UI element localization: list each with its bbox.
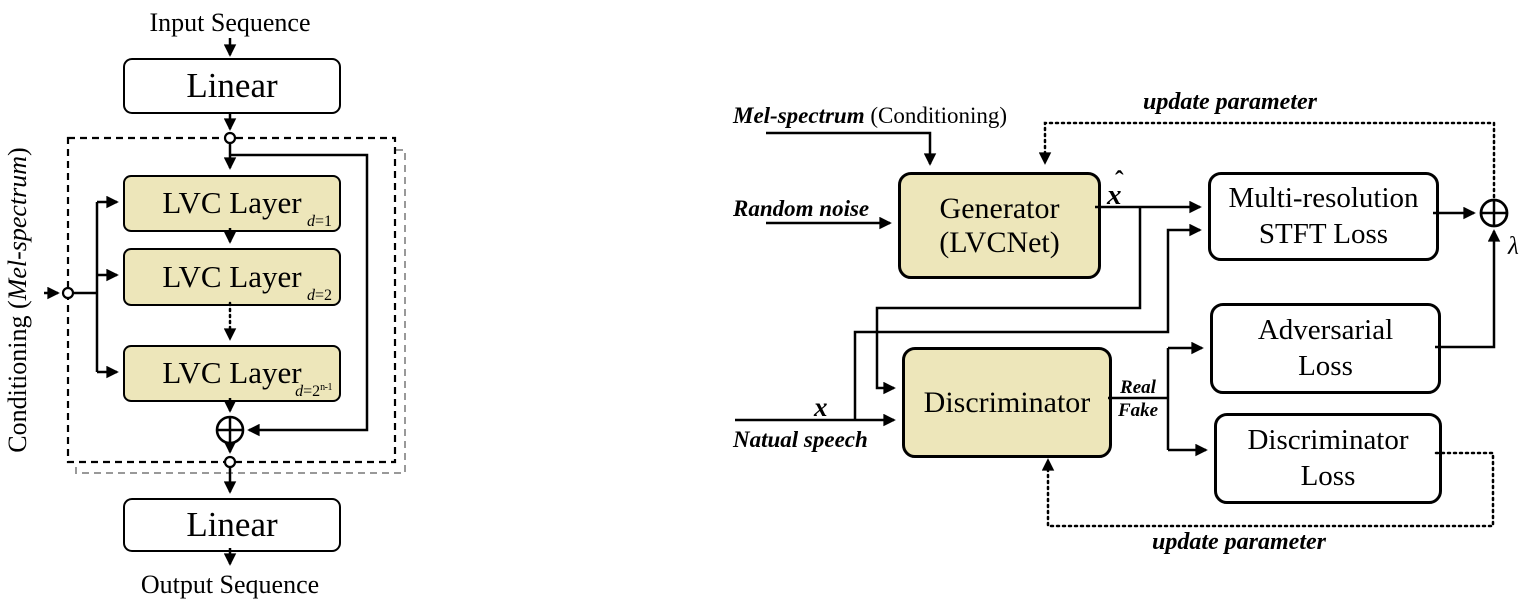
- stft-loss-line2: STFT Loss: [1258, 217, 1389, 250]
- linear-block-top: Linear: [123, 58, 341, 114]
- generator-sublabel: (LVCNet): [939, 225, 1060, 259]
- lambda-weight-label: λ: [1508, 233, 1519, 260]
- mel-input-wire: [766, 131, 937, 166]
- discriminator-loss-line1: Discriminator: [1247, 424, 1409, 457]
- lvc-layer-block-2: LVC Layer d=2: [123, 248, 341, 306]
- discriminator-block: Discriminator: [902, 347, 1112, 458]
- generator-label: Generator: [939, 191, 1060, 225]
- generated-speech-symbol: x ˆ: [1107, 166, 1124, 211]
- lvc-layer-1-dilation: d=1: [306, 213, 332, 230]
- adversarial-loss-block: Adversarial Loss: [1210, 303, 1441, 394]
- lvc-layer-1-label: LVC Layer: [162, 185, 302, 221]
- lvc-layer-n-label: LVC Layer: [162, 355, 302, 391]
- linear-block-bottom-label: Linear: [186, 505, 278, 545]
- lvc-layer-block-1: LVC Layer d=1: [123, 175, 341, 232]
- adversarial-to-sum-wire: [1435, 229, 1501, 349]
- natural-speech-symbol: x: [814, 392, 828, 422]
- conditioning-axis-label: Conditioning (Mel-spectrum): [3, 147, 32, 453]
- sum-node-icon: [215, 415, 245, 445]
- lvc-layer-block-n: LVC Layer d=2n-1: [123, 345, 341, 402]
- stft-loss-block: Multi-resolution STFT Loss: [1208, 172, 1439, 261]
- lvc-layer-2-dilation: d=2: [306, 287, 332, 304]
- discriminator-loss-line2: Loss: [1300, 459, 1356, 492]
- output-sequence-label: Output Sequence: [140, 570, 320, 599]
- stft-loss-line1: Multi-resolution: [1228, 182, 1419, 215]
- split-node-icon: [223, 455, 237, 469]
- split-node-icon: [223, 131, 237, 145]
- update-parameter-bottom-label: update parameter: [1152, 529, 1326, 555]
- split-node-icon: [61, 286, 75, 300]
- update-parameter-top-label: update parameter: [1143, 89, 1317, 115]
- lvc-layer-n-dilation: d=2n-1: [295, 382, 332, 400]
- adversarial-loss-line1: Adversarial: [1257, 314, 1394, 347]
- lvc-layer-2-label: LVC Layer: [162, 258, 302, 294]
- random-noise-label: Random noise: [733, 196, 870, 221]
- linear-block-top-label: Linear: [186, 66, 278, 106]
- discriminator-loss-block: Discriminator Loss: [1214, 413, 1442, 504]
- mel-spectrum-label: Mel-spectrum (Conditioning): [733, 103, 1008, 128]
- generator-block: Generator (LVCNet): [898, 172, 1101, 279]
- linear-block-bottom: Linear: [123, 498, 341, 552]
- discriminator-label: Discriminator: [923, 385, 1091, 419]
- natural-speech-label: Natual speech: [733, 427, 868, 452]
- real-label: Real: [1120, 377, 1156, 398]
- input-sequence-label: Input Sequence: [149, 8, 311, 37]
- adversarial-loss-line2: Loss: [1298, 349, 1353, 382]
- fake-label: Fake: [1117, 400, 1159, 421]
- sum-node-icon: [1479, 198, 1509, 228]
